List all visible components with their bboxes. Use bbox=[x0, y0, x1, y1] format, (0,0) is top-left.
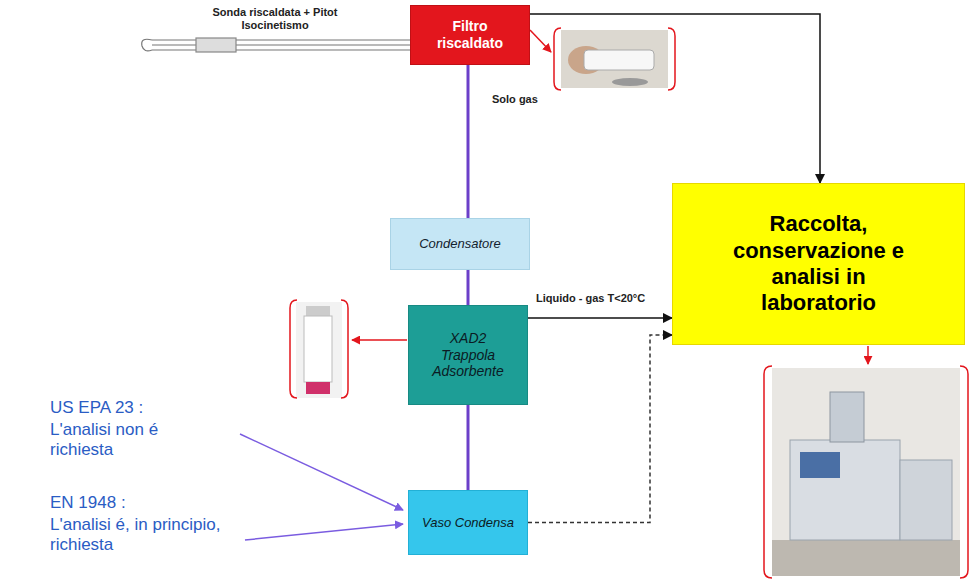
photo-bracket bbox=[341, 300, 348, 398]
pointer-arrow bbox=[530, 30, 551, 52]
condenser-box: Condensatore bbox=[390, 218, 530, 270]
note-text: L'analisi é, in principio, richiesta bbox=[50, 515, 228, 556]
note-heading: US EPA 23 : bbox=[50, 398, 230, 418]
note-leader bbox=[245, 524, 403, 540]
photo-bracket bbox=[290, 300, 297, 398]
collection-box: Raccolta, conservazione e analisi in lab… bbox=[672, 183, 965, 345]
instrument-panel bbox=[800, 452, 840, 478]
box-text: Vaso Condensa bbox=[418, 515, 518, 531]
filter-holder bbox=[612, 78, 648, 86]
note-text: L'analisi non é richiesta bbox=[50, 420, 210, 461]
box-text: Condensatore bbox=[398, 236, 522, 252]
box-text: XAD2 Trappola Adsorbente bbox=[422, 330, 514, 380]
optional-arrow bbox=[528, 335, 672, 523]
gc-instrument bbox=[790, 440, 900, 540]
filter-box: Filtro riscaldato bbox=[410, 5, 530, 65]
photo-ground bbox=[561, 30, 668, 88]
pointer-arrow bbox=[867, 346, 869, 364]
photo-bracket bbox=[960, 366, 968, 578]
photo-bracket bbox=[668, 28, 675, 90]
edge-label: Solo gas bbox=[490, 93, 540, 106]
filter-cartridge bbox=[584, 50, 654, 70]
photo-ground bbox=[296, 302, 342, 398]
probe-tube bbox=[152, 39, 410, 40]
adsorbent-tube bbox=[304, 316, 332, 382]
flow-line bbox=[467, 270, 470, 305]
note-leader bbox=[240, 434, 403, 510]
sample-arrow bbox=[530, 14, 820, 183]
box-text: Filtro riscaldato bbox=[428, 18, 512, 52]
edge-label: Liquido - gas T<20°C bbox=[534, 292, 647, 305]
photo-ground bbox=[772, 368, 960, 576]
probe-illustration bbox=[142, 38, 410, 52]
probe-tube bbox=[152, 44, 410, 45]
flow-line bbox=[467, 65, 470, 218]
trap-photo bbox=[290, 300, 348, 398]
lab-photo bbox=[764, 366, 968, 578]
flow-line bbox=[467, 405, 470, 490]
photo-bracket bbox=[764, 366, 772, 578]
probe-tip bbox=[142, 39, 152, 51]
trap-box: XAD2 Trappola Adsorbente bbox=[408, 305, 528, 405]
box-text: Raccolta, conservazione e analisi in lab… bbox=[718, 211, 919, 317]
pointer-arrow bbox=[352, 339, 407, 341]
sample-arrow bbox=[528, 317, 672, 319]
probe-label: Sonda riscaldata + Pitot Isocinetismo bbox=[190, 6, 360, 32]
lab-bench bbox=[772, 540, 960, 576]
vessel-box: Vaso Condensa bbox=[408, 490, 528, 555]
photo-bracket bbox=[554, 28, 561, 90]
autosampler bbox=[830, 392, 864, 442]
ms-instrument bbox=[900, 460, 952, 540]
probe-tube bbox=[152, 49, 410, 50]
filter-photo bbox=[554, 28, 675, 90]
tube-cap bbox=[306, 382, 330, 394]
probe-joint bbox=[196, 38, 236, 52]
note-heading: EN 1948 : bbox=[50, 493, 230, 513]
